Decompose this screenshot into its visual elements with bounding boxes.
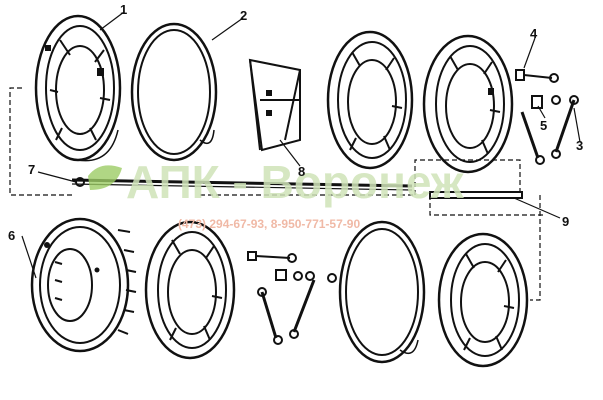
leader-lines bbox=[21, 11, 581, 279]
watermark-phone: (473) 294-67-93, 8-950-771-57-90 bbox=[178, 217, 360, 231]
part-bolt-4 bbox=[515, 69, 559, 83]
watermark-title: АПК - Воронеж bbox=[126, 156, 464, 208]
callout-8: 8 bbox=[298, 164, 305, 179]
callout-9: 9 bbox=[562, 214, 569, 229]
part-ring-plate-lower-left bbox=[144, 220, 236, 360]
part-ring-plate-right-upper bbox=[422, 34, 514, 174]
part-long-pin-9 bbox=[429, 191, 523, 199]
callout-3: 3 bbox=[576, 138, 583, 153]
callout-2: 2 bbox=[240, 8, 247, 23]
part-friction-ring-lower bbox=[338, 220, 426, 364]
callout-5: 5 bbox=[540, 118, 547, 133]
assembly-guide-dashed bbox=[9, 87, 543, 301]
watermark: АПК - Воронеж (473) 294-67-93, 8-950-771… bbox=[88, 156, 464, 231]
callout-6: 6 bbox=[8, 228, 15, 243]
part-lower-links bbox=[247, 251, 337, 345]
callout-7: 7 bbox=[28, 162, 35, 177]
part-finned-hub-6 bbox=[30, 217, 137, 353]
part-friction-ring-2 bbox=[130, 22, 218, 162]
part-link-3 bbox=[520, 95, 579, 165]
part-ring-plate-lower-right bbox=[437, 232, 529, 368]
part-ring-plate-center-upper bbox=[326, 30, 414, 170]
leaf-icon bbox=[88, 165, 122, 190]
part-ring-plate-1 bbox=[34, 14, 122, 162]
part-bracket-8 bbox=[248, 58, 301, 152]
callout-1: 1 bbox=[120, 2, 127, 17]
part-bushing-5 bbox=[531, 95, 561, 109]
callout-4: 4 bbox=[530, 26, 538, 41]
